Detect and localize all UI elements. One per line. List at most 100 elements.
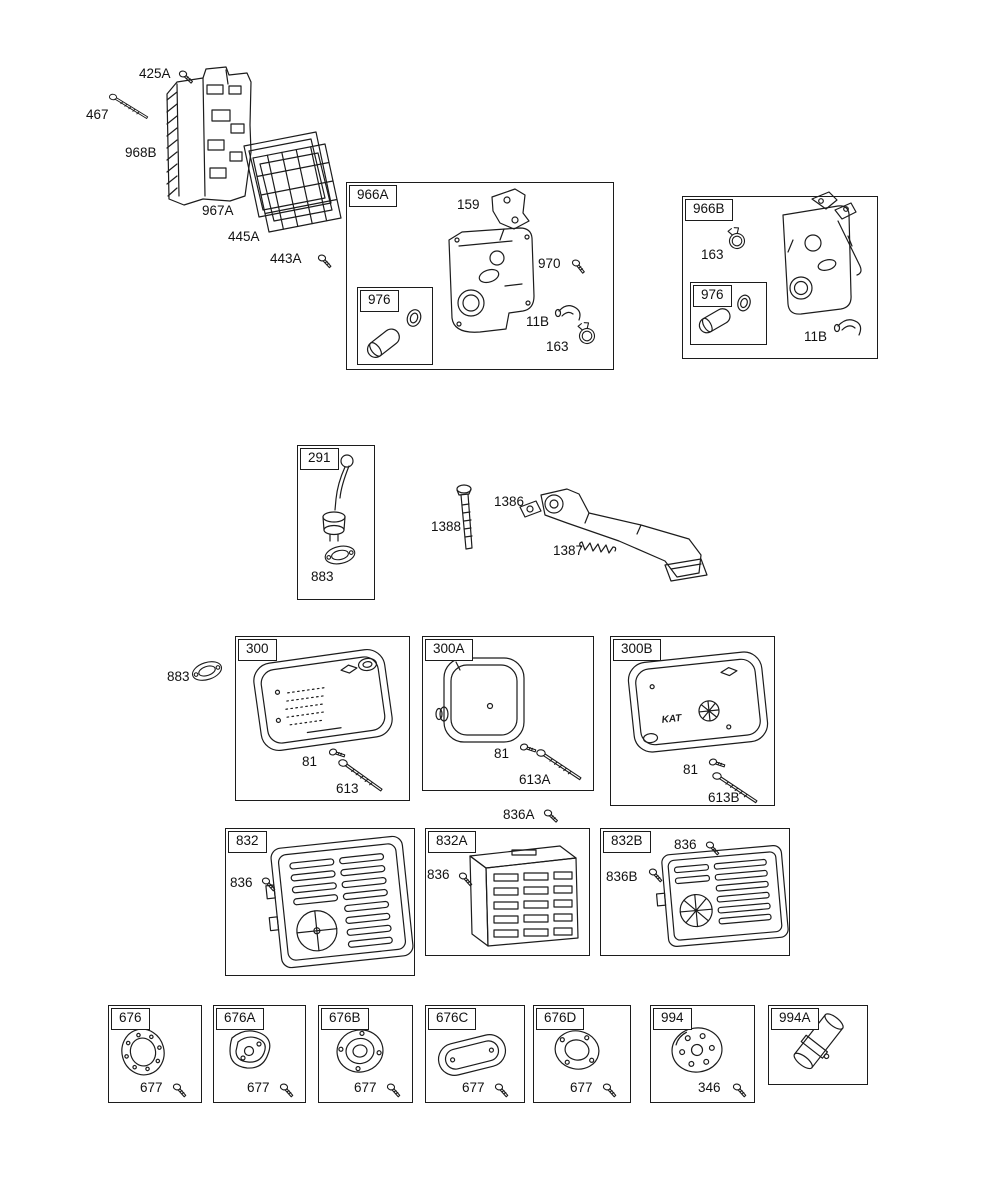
group-id-291: 291: [300, 448, 339, 470]
group-id-676: 676: [111, 1008, 150, 1030]
group-box-676B: 676B: [318, 1005, 413, 1103]
part-label-467: 467: [86, 107, 109, 122]
group-id-676D: 676D: [536, 1008, 585, 1030]
part-label-1387: 1387: [553, 543, 584, 558]
intake-plate-966A-drawing: [448, 188, 535, 333]
group-id-976B: 976: [693, 285, 732, 307]
part-label-445A: 445A: [228, 229, 260, 244]
kat-marking: KAT: [661, 713, 683, 726]
part-label-836-832: 836: [230, 875, 253, 890]
part-label-883-291: 883: [311, 569, 334, 584]
part-label-425A: 425A: [139, 66, 171, 81]
part-label-613B: 613B: [708, 790, 740, 805]
group-id-300: 300: [238, 639, 277, 661]
breather-tube-976A-drawing: [366, 309, 422, 358]
air-cleaner-cover-drawing: [166, 66, 252, 206]
air-filter-cartridge-drawing: [243, 131, 342, 233]
muffler-300A-drawing: [435, 657, 525, 743]
part-label-677-676D: 677: [570, 1080, 593, 1095]
muffler-guard-832A-drawing: [469, 845, 579, 947]
part-label-443A: 443A: [270, 251, 302, 266]
part-label-836A: 836A: [503, 807, 535, 822]
part-label-163-966B: 163: [701, 247, 724, 262]
group-box-976B: 976: [690, 282, 767, 345]
group-box-300B: 300B: [610, 636, 775, 806]
group-box-832: 832: [225, 828, 415, 976]
part-label-836-832A: 836: [427, 867, 450, 882]
group-id-676C: 676C: [428, 1008, 477, 1030]
group-box-966B: 966B: [682, 196, 878, 359]
part-label-836B: 836B: [606, 869, 638, 884]
group-id-676A: 676A: [216, 1008, 264, 1030]
group-id-994A: 994A: [771, 1008, 819, 1030]
group-box-976A: 976: [357, 287, 433, 365]
group-box-676: 676: [108, 1005, 202, 1103]
part-label-1386: 1386: [494, 494, 525, 509]
part-label-967A: 967A: [202, 203, 234, 218]
part-label-81-300: 81: [302, 754, 318, 769]
part-label-346: 346: [698, 1080, 721, 1095]
part-label-677-676B: 677: [354, 1080, 377, 1095]
part-label-836-832B: 836: [674, 837, 697, 852]
part-label-677-676A: 677: [247, 1080, 270, 1095]
group-id-994: 994: [653, 1008, 692, 1030]
spring-1387-drawing: [579, 541, 617, 554]
bracket-1386-drawing: [519, 488, 708, 582]
gasket-883-icon: [189, 657, 225, 685]
dipstick-291-drawing: [322, 454, 354, 542]
elbow-11B-966A-drawing: [554, 305, 581, 321]
group-id-976A: 976: [360, 290, 399, 312]
exhaust-gasket-676-drawing: [121, 1028, 165, 1076]
part-label-968B: 968B: [125, 145, 157, 160]
group-id-832: 832: [228, 831, 267, 853]
group-box-994A: 994A: [768, 1005, 868, 1085]
breather-tube-976B-drawing: [698, 294, 751, 334]
part-label-613A: 613A: [519, 772, 551, 787]
bolt-467-icon: [107, 93, 151, 120]
part-label-1388: 1388: [431, 519, 462, 534]
exhaust-flange-676D-drawing: [554, 1030, 600, 1070]
exhaust-cover-676C-drawing: [437, 1034, 507, 1076]
part-label-883: 883: [167, 669, 190, 684]
group-id-832B: 832B: [603, 831, 651, 853]
deflector-994A-drawing: [793, 1013, 844, 1070]
group-box-966A: 966A: [346, 182, 614, 370]
part-label-11B-966A: 11B: [526, 314, 550, 329]
part-label-159: 159: [457, 197, 480, 212]
group-box-676C: 676C: [425, 1005, 525, 1103]
part-label-677-676C: 677: [462, 1080, 485, 1095]
muffler-guard-832B-drawing: [655, 845, 789, 947]
group-box-300A: 300A: [422, 636, 594, 791]
elbow-11B-966B-drawing: [833, 319, 862, 336]
part-label-163-966A: 163: [546, 339, 569, 354]
group-box-291: 291: [297, 445, 375, 600]
group-id-676B: 676B: [321, 1008, 369, 1030]
group-id-966B: 966B: [685, 199, 733, 221]
group-id-966A: 966A: [349, 185, 397, 207]
muffler-300B-drawing: KAT: [627, 651, 769, 753]
group-box-676A: 676A: [213, 1005, 306, 1103]
control-bracket-966B-drawing: [782, 191, 862, 315]
group-box-832A: 832A: [425, 828, 590, 956]
part-label-970: 970: [538, 256, 561, 271]
deflector-plate-994-drawing: [671, 1027, 723, 1073]
muffler-300-drawing: [253, 648, 393, 752]
part-label-613: 613: [336, 781, 359, 796]
group-id-300B: 300B: [613, 639, 661, 661]
part-label-677-676: 677: [140, 1080, 163, 1095]
screw-836A-icon: [542, 808, 560, 823]
group-box-300: 300: [235, 636, 410, 801]
exhaust-flange-676B-drawing: [336, 1029, 384, 1073]
bolt-1388-drawing: [456, 484, 473, 550]
group-id-300A: 300A: [425, 639, 473, 661]
group-id-832A: 832A: [428, 831, 476, 853]
group-box-994: 994: [650, 1005, 755, 1103]
group-box-676D: 676D: [533, 1005, 631, 1103]
muffler-guard-832-drawing: [265, 835, 414, 969]
screw-443A-icon: [316, 253, 334, 269]
exhaust-gasket-676A-drawing: [229, 1030, 271, 1069]
part-label-11B-966B: 11B: [804, 329, 828, 344]
part-label-81-300A: 81: [494, 746, 510, 761]
